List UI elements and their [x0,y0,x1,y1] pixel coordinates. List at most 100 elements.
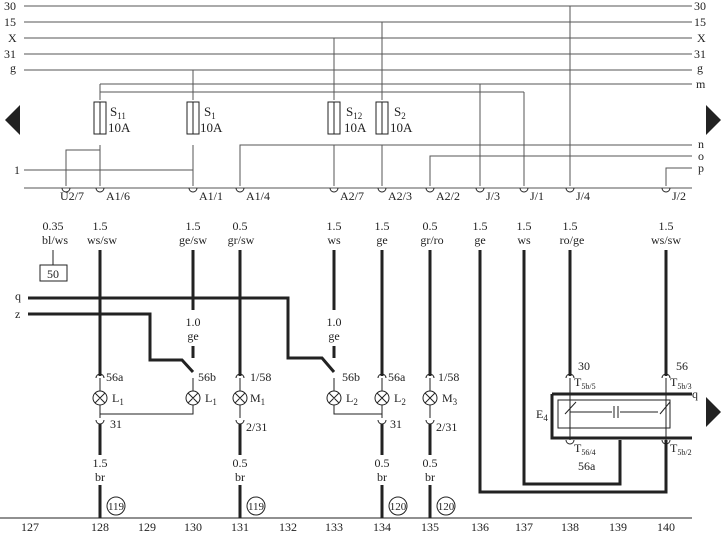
line-label-z-left: z [15,307,20,321]
e4-pin-30: 30 [578,359,590,373]
lamp-m3-label: M3 [442,391,458,407]
mid-wire-color-1: ge [187,329,198,343]
wire-gauge-10: 1.5 [563,219,578,233]
rail-label-15-left: 15 [4,15,16,29]
lamp-l2b-label: L2 [346,391,358,407]
wire-color-2: ws/sw [87,233,117,247]
connector-a2-2: A2/2 [436,189,460,203]
line-label-p: p [698,161,704,175]
ground-ref-4[interactable]: 120 [438,501,455,513]
rail-label-31-right: 31 [694,47,706,61]
e4-terminal-bl: T56/4 [574,441,596,457]
lamp-l1a-pin-bottom: 31 [110,417,122,431]
connector-j-4: J/4 [576,189,590,203]
wire-gauge-2: 1.5 [93,219,108,233]
rail-label-g-left: g [10,61,16,75]
distribution-wires [24,6,692,189]
column-140: 140 [657,520,675,533]
page-left-arrow-icon[interactable] [5,105,20,135]
ground-ref-2[interactable]: 119 [248,501,265,513]
column-131: 131 [231,520,249,533]
lamp-l2a-label: L2 [394,391,406,407]
wire-color-1: bl/ws [42,233,68,247]
line-label-n: n [698,137,704,151]
lamp-l1a-label: L1 [112,391,124,407]
bottom-wire-color-2: br [235,470,245,484]
column-135: 135 [421,520,439,533]
power-rails [24,5,692,71]
fuse-s1: S1 10A [186,101,223,135]
wire-gauge-11: 1.5 [659,219,674,233]
wire-color-10: ro/ge [560,233,585,247]
column-127: 127 [21,520,39,533]
column-134: 134 [373,520,391,533]
wire-gauge-9: 1.5 [517,219,532,233]
e4-terminal-br: T5b/2 [670,441,692,457]
svg-text:50: 50 [47,267,59,281]
connector-a1-4: A1/4 [246,189,270,203]
lamp-m1-pin-bottom: 2/31 [246,420,267,434]
column-132: 132 [279,520,297,533]
ground-ref-3[interactable]: 120 [390,501,407,513]
column-138: 138 [561,520,579,533]
e4-terminal-tr: T5b/3 [670,375,692,391]
bottom-wire-gauge-2: 0.5 [233,456,248,470]
lamp-l1b-pin-top: 56b [198,370,216,384]
lamp-m1-pin-top: 1/58 [250,370,271,384]
terminal-box-50: 50 [39,250,68,282]
wire-gauge-1: 0.35 [43,219,64,233]
wire-color-6: ge [376,233,387,247]
wire-color-7: gr/ro [420,233,443,247]
connector-j-3: J/3 [486,189,500,203]
connector-a1-6: A1/6 [106,189,130,203]
fuse-s11: S11 10A [93,101,131,135]
fuse-s2: S2 10A [375,101,413,135]
svg-text:E4: E4 [536,407,548,423]
bottom-wire-gauge-1: 1.5 [93,456,108,470]
svg-text:S11: S11 [110,104,126,121]
column-133: 133 [325,520,343,533]
line-label-q-left: q [15,289,21,303]
rail-label-30-right: 30 [694,0,706,13]
rail-label-30-left: 30 [4,0,16,13]
wire-gauge-8: 1.5 [473,219,488,233]
connector-j-2: J/2 [672,189,686,203]
bottom-wire-gauge-4: 0.5 [423,456,438,470]
column-130: 130 [184,520,202,533]
bottom-wire-color-1: br [95,470,105,484]
lamp-l1b-label: L1 [205,391,217,407]
lamp-m3-pin-bottom: 2/31 [436,420,457,434]
connector-a1-1: A1/1 [199,189,223,203]
column-129: 129 [138,520,156,533]
wire-color-4: gr/sw [228,233,255,247]
wire-gauge-5: 1.5 [327,219,342,233]
thick-wires [28,250,692,518]
wire-gauge-4: 0.5 [233,219,248,233]
svg-text:S2: S2 [394,104,406,121]
switch-e4: E4 30 T5b/5 56 T5b/3 T56/4 56a T5b/2 [536,359,692,473]
wire-color-11: ws/sw [651,233,681,247]
wire-gauge-7: 0.5 [423,219,438,233]
svg-text:10A: 10A [200,120,223,135]
lamp-l2a-pin-top: 56a [388,370,406,384]
mid-wire-gauge-2: 1.0 [327,315,342,329]
column-137: 137 [515,520,533,533]
bottom-wire-color-3: br [377,470,387,484]
wire-color-3: ge/sw [179,233,207,247]
connector-a2-3: A2/3 [388,189,412,203]
bottom-wire-color-4: br [425,470,435,484]
line-label-q-right: q [692,387,698,401]
rail-label-x-left: X [8,31,17,45]
connector-j-1: J/1 [530,189,544,203]
page-right-arrow-icon[interactable] [706,105,721,135]
e4-pin-56: 56 [676,359,688,373]
lamp-m3-pin-top: 1/58 [438,370,459,384]
connector-a2-7: A2/7 [340,189,364,203]
svg-text:10A: 10A [344,120,367,135]
page-right-arrow-lower-icon[interactable] [706,397,721,427]
ground-ref-1[interactable]: 119 [108,501,125,513]
rail-label-g-right: g [697,61,703,75]
column-139: 139 [609,520,627,533]
wire-gauge-6: 1.5 [375,219,390,233]
